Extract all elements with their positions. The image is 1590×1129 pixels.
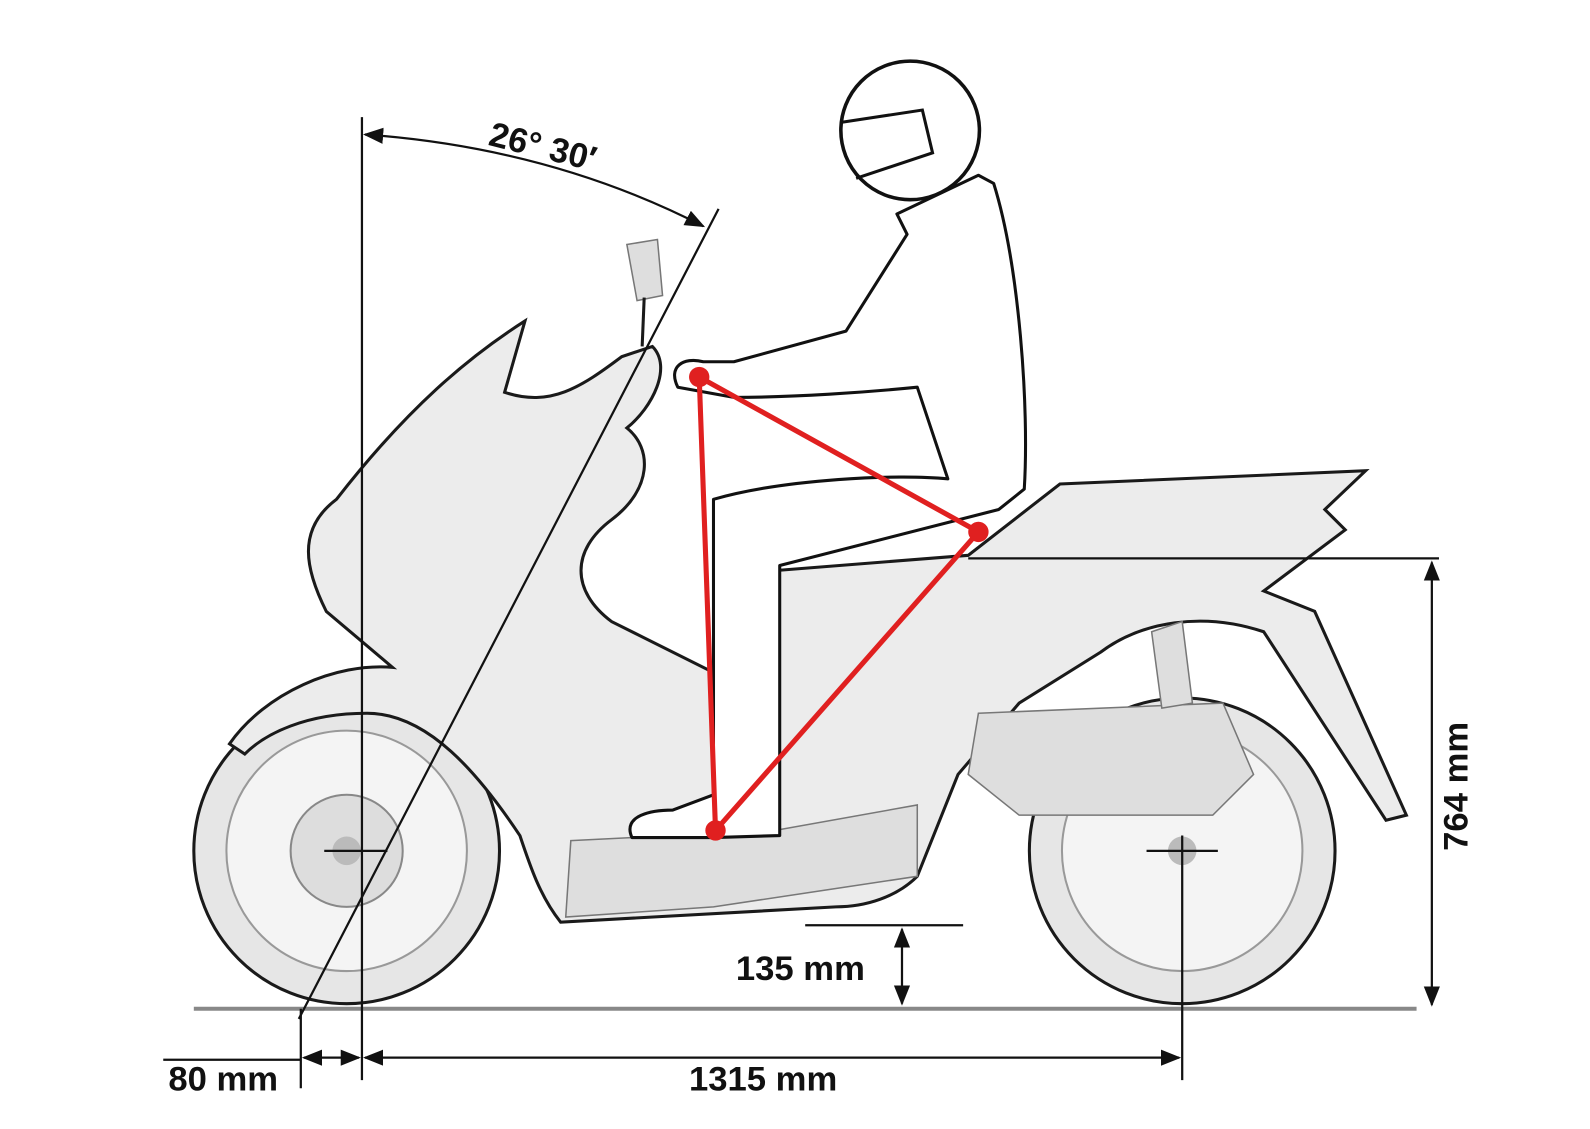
hand-point	[689, 366, 710, 388]
wheelbase-dimension: 80 mm 1315 mm	[163, 835, 1218, 1098]
rider-outline	[628, 59, 1028, 840]
wheelbase-label: 1315 mm	[689, 1060, 837, 1098]
foot-point	[705, 820, 726, 841]
seat-height-label: 764 mm	[1438, 722, 1476, 851]
trail-label: 80 mm	[168, 1060, 278, 1098]
ground-clearance-dimension: 135 mm	[736, 924, 964, 1006]
ergonomic-triangle	[689, 366, 989, 841]
helmet	[839, 59, 982, 202]
caster-angle-label: 26° 30′	[485, 116, 600, 179]
ground-clearance-label: 135 mm	[736, 950, 865, 988]
seat-height-dimension: 764 mm	[968, 557, 1476, 1007]
hip-point	[968, 521, 989, 543]
